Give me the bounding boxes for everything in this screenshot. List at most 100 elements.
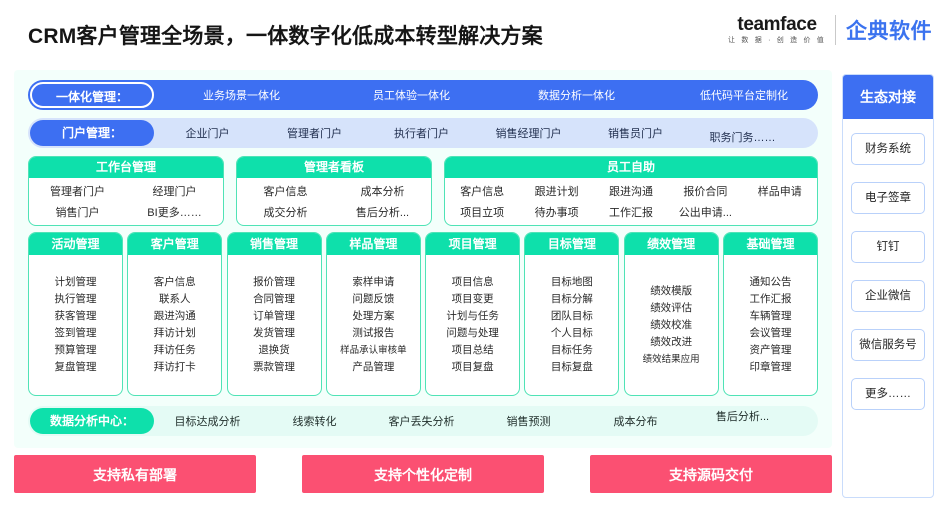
- sample-item-1[interactable]: 问题反馈: [352, 293, 395, 305]
- project-item-1[interactable]: 项目变更: [451, 293, 494, 305]
- basic-item-0[interactable]: 通知公告: [749, 276, 792, 288]
- performance-item-2[interactable]: 绩效校准: [650, 318, 693, 331]
- sample-item-3[interactable]: 测试报告: [352, 327, 395, 339]
- performance-item-4[interactable]: 绩效结果应用: [642, 353, 700, 365]
- row-portal-management: 门户管理： 企业门户 管理者门户 执行者门户 销售经理门户 销售员门户 职务门务…: [28, 118, 818, 148]
- activity-item-4[interactable]: 预算管理: [54, 344, 97, 356]
- employee-item-2[interactable]: 跟进沟通: [608, 186, 653, 198]
- data-center-item-2[interactable]: 客户丢失分析: [388, 416, 455, 428]
- sample-item-2[interactable]: 处理方案: [352, 310, 395, 322]
- sample-item-5[interactable]: 产品管理: [352, 361, 395, 373]
- employee-item-1[interactable]: 跟进计划: [534, 186, 579, 198]
- eco-item-finance-system[interactable]: 财务系统: [851, 133, 925, 165]
- dashboard-item-2[interactable]: 成交分析: [263, 207, 308, 219]
- card-employee-self-service-title: 员工自助: [445, 157, 817, 178]
- basic-item-2[interactable]: 车辆管理: [749, 310, 792, 322]
- data-center-item-3[interactable]: 销售预测: [506, 416, 551, 428]
- portal-item-0[interactable]: 企业门户: [185, 128, 230, 140]
- portal-item-1[interactable]: 管理者门户: [287, 128, 342, 140]
- sales-item-0[interactable]: 报价管理: [253, 276, 296, 288]
- goal-item-1[interactable]: 目标分解: [550, 293, 593, 305]
- employee-item-7[interactable]: 工作汇报: [608, 207, 653, 219]
- performance-item-1[interactable]: 绩效评估: [650, 301, 693, 314]
- activity-item-1[interactable]: 执行管理: [54, 293, 97, 305]
- eco-item-electronic-signature[interactable]: 电子签章: [851, 182, 925, 214]
- project-item-5[interactable]: 项目复盘: [451, 361, 494, 373]
- activity-item-0[interactable]: 计划管理: [54, 276, 97, 288]
- customer-item-3[interactable]: 拜访计划: [153, 327, 196, 339]
- data-center-item-0[interactable]: 目标达成分析: [174, 416, 241, 428]
- customer-item-0[interactable]: 客户信息: [153, 276, 196, 288]
- workbench-item-2[interactable]: 销售门户: [55, 207, 100, 219]
- employee-item-4[interactable]: 样品申请: [757, 186, 802, 198]
- activity-item-3[interactable]: 签到管理: [54, 327, 97, 339]
- page-title: CRM客户管理全场景，一体数字化低成本转型解决方案: [28, 25, 543, 48]
- basic-item-3[interactable]: 会议管理: [749, 327, 792, 339]
- column-basic-management-title: 基础管理: [723, 233, 817, 255]
- sample-item-4[interactable]: 样品承认审核单: [340, 345, 407, 356]
- project-item-4[interactable]: 项目总结: [451, 344, 494, 356]
- portal-item-4[interactable]: 销售员门户: [608, 128, 663, 140]
- sales-item-4[interactable]: 退换货: [258, 344, 290, 356]
- customer-item-5[interactable]: 拜访打卡: [153, 361, 196, 373]
- dashboard-item-3[interactable]: 售后分析...: [355, 207, 410, 219]
- column-sample-management: 样品管理 索样申请 问题反馈 处理方案 测试报告 样品承认审核单 产品管理: [325, 232, 421, 396]
- dashboard-item-0[interactable]: 客户信息: [263, 186, 308, 198]
- employee-item-8[interactable]: 公出申请...: [678, 207, 732, 219]
- dashboard-item-1[interactable]: 成本分析: [360, 186, 405, 198]
- sales-item-3[interactable]: 发货管理: [253, 327, 296, 339]
- performance-item-0[interactable]: 绩效模版: [650, 284, 693, 297]
- customer-item-4[interactable]: 拜访任务: [153, 344, 196, 356]
- portal-item-5[interactable]: 职务门务……: [709, 132, 776, 144]
- workbench-item-0[interactable]: 管理者门户: [50, 186, 105, 198]
- goal-item-4[interactable]: 目标任务: [550, 344, 593, 356]
- project-item-2[interactable]: 计划与任务: [446, 310, 499, 322]
- goal-item-2[interactable]: 团队目标: [550, 310, 593, 322]
- workbench-item-1[interactable]: 经理门户: [152, 186, 197, 198]
- cta-customization-button[interactable]: 支持个性化定制: [302, 455, 544, 493]
- cta-source-code-button[interactable]: 支持源码交付: [590, 455, 832, 493]
- ecosystem-sidebar-title: 生态对接: [843, 75, 933, 119]
- goal-item-0[interactable]: 目标地图: [550, 276, 593, 288]
- project-item-0[interactable]: 项目信息: [451, 276, 494, 288]
- basic-item-5[interactable]: 印章管理: [749, 361, 792, 373]
- integrated-item-2[interactable]: 数据分析一体化: [538, 90, 615, 102]
- basic-item-4[interactable]: 资产管理: [749, 344, 792, 356]
- eco-item-wecom[interactable]: 企业微信: [851, 280, 925, 312]
- sales-item-1[interactable]: 合同管理: [253, 293, 296, 305]
- goal-item-3[interactable]: 个人目标: [550, 327, 593, 339]
- performance-item-3[interactable]: 绩效改进: [650, 335, 693, 348]
- integrated-item-0[interactable]: 业务场景一体化: [203, 90, 280, 102]
- customer-item-2[interactable]: 跟进沟通: [153, 310, 196, 322]
- basic-item-1[interactable]: 工作汇报: [749, 293, 792, 305]
- eco-item-more[interactable]: 更多……: [851, 378, 925, 410]
- integrated-item-1[interactable]: 员工体验一体化: [373, 90, 450, 102]
- activity-item-5[interactable]: 复盘管理: [54, 361, 97, 373]
- page-header: CRM客户管理全场景，一体数字化低成本转型解决方案 teamface 让 数 据…: [0, 0, 944, 66]
- customer-item-1[interactable]: 联系人: [159, 293, 191, 305]
- cta-private-deployment-button[interactable]: 支持私有部署: [14, 455, 256, 493]
- portal-item-2[interactable]: 执行者门户: [394, 128, 449, 140]
- employee-item-0[interactable]: 客户信息: [460, 186, 505, 198]
- eco-item-wechat-service-account[interactable]: 微信服务号: [851, 329, 925, 361]
- eco-item-dingtalk[interactable]: 钉钉: [851, 231, 925, 263]
- sales-item-5[interactable]: 票款管理: [253, 361, 296, 373]
- integrated-item-3[interactable]: 低代码平台定制化: [700, 90, 788, 102]
- goal-item-5[interactable]: 目标复盘: [550, 361, 593, 373]
- main-panel: 一体化管理： 业务场景一体化 员工体验一体化 数据分析一体化 低代码平台定制化 …: [14, 70, 832, 448]
- brand-latin-block: teamface 让 数 据 · 创 造 价 值: [728, 15, 835, 46]
- sample-item-0[interactable]: 索样申请: [352, 276, 395, 288]
- employee-item-6[interactable]: 待办事项: [534, 207, 579, 219]
- workbench-item-3[interactable]: BI更多……: [147, 207, 202, 219]
- sales-item-2[interactable]: 订单管理: [253, 310, 296, 322]
- project-item-3[interactable]: 问题与处理: [446, 327, 499, 339]
- employee-item-5[interactable]: 项目立项: [460, 207, 505, 219]
- portal-item-3[interactable]: 销售经理门户: [495, 128, 562, 140]
- data-center-item-1[interactable]: 线索转化: [292, 416, 337, 428]
- data-center-item-4[interactable]: 成本分布: [613, 416, 658, 428]
- brand-tagline: 让 数 据 · 创 造 价 值: [728, 36, 826, 44]
- activity-item-2[interactable]: 获客管理: [54, 310, 97, 322]
- data-center-item-5[interactable]: 售后分析...: [715, 411, 770, 423]
- column-basic-management: 基础管理 通知公告 工作汇报 车辆管理 会议管理 资产管理 印章管理: [722, 232, 818, 396]
- employee-item-3[interactable]: 报价合同: [683, 186, 728, 198]
